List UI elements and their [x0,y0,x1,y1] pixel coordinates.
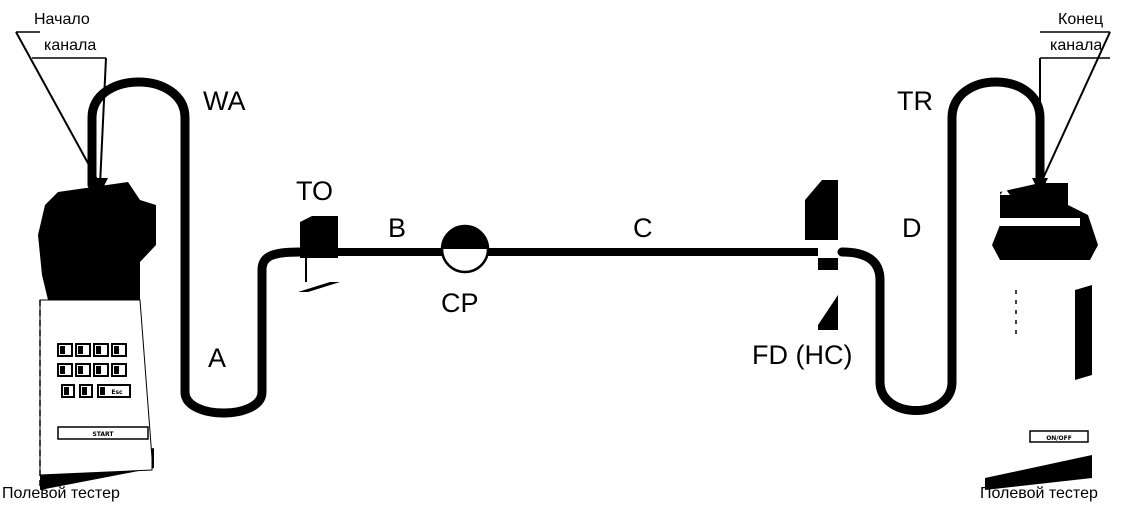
start-channel-line1: Начало [34,11,90,28]
start-channel-line2: канала [44,37,97,54]
label-fd: FD (HC) [752,340,853,370]
keypad-key-mark [100,387,105,395]
label-a: A [208,343,227,373]
tester-left: Esc START [38,182,156,490]
start-button-label: START [92,431,114,438]
keypad-key-mark [82,387,87,395]
cable-d-tr [837,77,1045,415]
label-b: B [388,213,407,243]
tester-left-label: Полевой тестер [2,485,120,502]
keypad-key-mark [114,366,119,374]
keypad-key-mark [96,346,101,354]
callout-start [15,31,108,194]
callout-end [1032,31,1111,194]
end-channel-line2: канала [1050,37,1103,54]
consolidation-point-cp [440,224,490,274]
keypad-key[interactable] [97,384,131,398]
label-c: C [633,213,653,243]
keypad-key-mark [60,366,65,374]
label-tr: TR [897,86,933,116]
keypad-key-label: Esc [111,389,123,396]
label-d: D [902,213,922,243]
label-cp: CP [441,288,479,318]
end-channel-line1: Конец [1058,11,1104,28]
telecom-outlet-to [298,216,340,292]
onoff-button[interactable] [1029,430,1089,443]
onoff-button-label: ON/OFF [1046,435,1072,442]
label-wa: WA [203,86,246,116]
tester-right-label: Полевой тестер [980,485,1098,502]
keypad-key-mark [64,387,69,395]
floor-distributor-fd [805,180,838,330]
cable-wa-a [87,77,305,418]
keypad-key-mark [78,366,83,374]
label-to: TO [296,176,334,206]
keypad-key-mark [60,346,65,354]
keypad-key-mark [96,366,101,374]
start-button[interactable] [57,426,149,440]
keypad-key-mark [78,346,83,354]
keypad-key-mark [114,346,119,354]
tester-right: ON/OFF [985,183,1098,490]
